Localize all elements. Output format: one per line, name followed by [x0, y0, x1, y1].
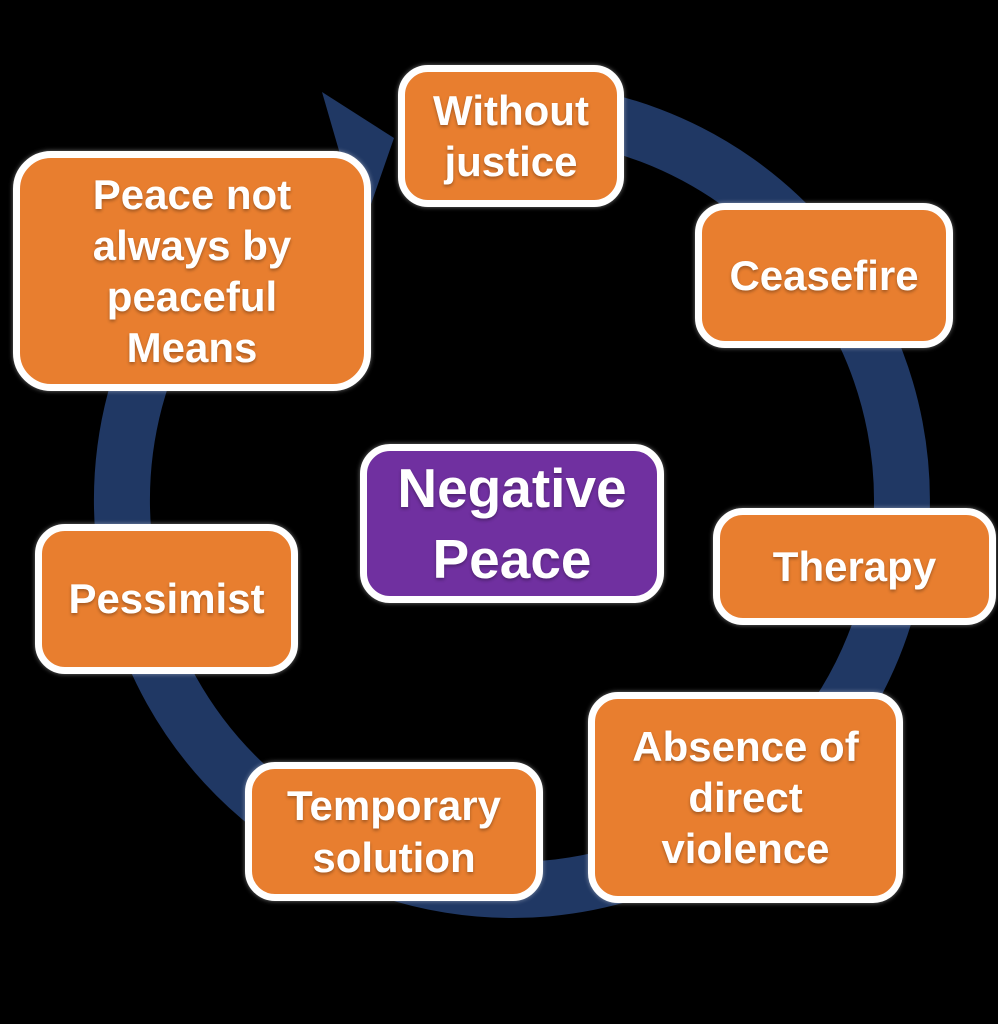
node-label: Therapy [772, 542, 937, 590]
node-label: Peace not always by peaceful Means [92, 170, 292, 372]
node-pessimist: Pessimist [35, 524, 298, 674]
node-without-justice: Without justice [398, 65, 624, 207]
node-label: Temporary solution [287, 782, 501, 881]
center-node-negative-peace: Negative Peace [360, 444, 664, 603]
node-absence-of-direct-violence: Absence of direct violence [588, 692, 903, 903]
center-label: Negative Peace [397, 457, 627, 590]
node-label: Absence of direct violence [632, 722, 859, 873]
node-peace-not-always-by-peaceful-means: Peace not always by peaceful Means [13, 151, 371, 391]
node-ceasefire: Ceasefire [695, 203, 953, 348]
node-therapy: Therapy [713, 508, 996, 625]
node-label: Without justice [433, 86, 589, 185]
node-temporary-solution: Temporary solution [245, 762, 543, 901]
node-label: Pessimist [68, 575, 265, 623]
node-label: Ceasefire [729, 251, 919, 299]
